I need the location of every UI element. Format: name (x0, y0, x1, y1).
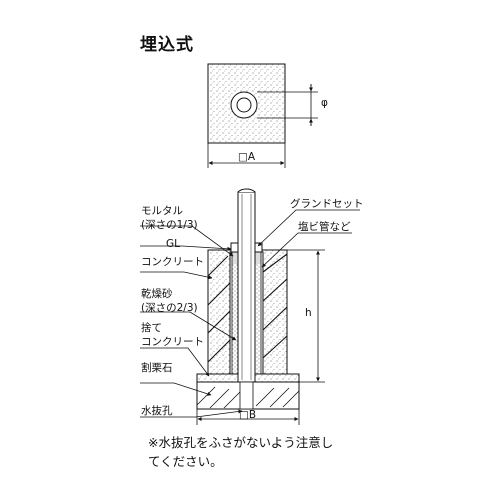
label-gl: GL (166, 238, 180, 250)
label-mortar-depth: (深さの1/3) (141, 219, 198, 231)
caution-note-line-2: てください。 (148, 454, 223, 469)
label-leveling-2: コンクリート (141, 336, 204, 348)
base-width-label: □B (239, 409, 257, 421)
label-dry-sand: 乾燥砂 (141, 288, 173, 300)
label-leveling-1: 捨て (141, 322, 162, 334)
section-view (140, 188, 360, 425)
label-pvc-pipe: 塩ビ管など (298, 221, 351, 233)
diameter-label: φ (321, 97, 328, 109)
label-drain-hole: 水抜孔 (141, 405, 173, 417)
top-width-label: □A (238, 151, 256, 163)
label-concrete: コンクリート (141, 256, 204, 268)
label-mortar: モルタル (141, 205, 183, 217)
label-ground-set: グランドセット (290, 198, 364, 210)
caution-note: ※水抜孔をふさがないよう注意し てください。 (148, 433, 333, 471)
page-title: 埋込式 (140, 35, 194, 55)
top-view-pipe-inner (236, 97, 252, 113)
label-crushed-stone: 割栗石 (141, 362, 173, 374)
post (237, 191, 256, 383)
label-dry-sand-depth: (深さの2/3) (141, 302, 198, 314)
top-view (207, 63, 318, 168)
drain-hole (239, 381, 254, 410)
caution-note-line-1: ※水抜孔をふさがないよう注意し (148, 435, 334, 450)
height-label: h (305, 307, 312, 319)
